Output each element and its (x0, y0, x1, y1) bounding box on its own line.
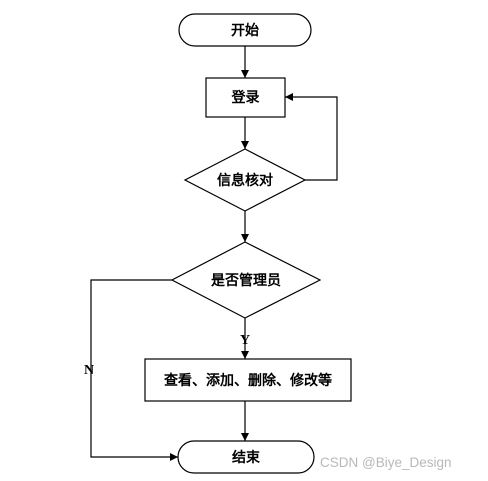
admin-check-node: 是否管理员 (170, 241, 322, 319)
end-node: 结束 (177, 440, 315, 474)
start-node: 开始 (178, 13, 312, 47)
yes-label: Y (240, 333, 250, 348)
end-label: 结束 (232, 449, 261, 466)
actions-node: 查看、添加、删除、修改等 (144, 358, 352, 402)
admin-check-label: 是否管理员 (211, 272, 281, 289)
verify-label: 信息核对 (217, 172, 273, 189)
login-label: 登录 (231, 89, 260, 106)
actions-label: 查看、添加、删除、修改等 (164, 372, 332, 389)
start-label: 开始 (231, 22, 259, 39)
arrow-admin-no (90, 279, 178, 461)
arrow-verify-loop-to-login (285, 93, 338, 181)
watermark-text: CSDN @Biye_Design (320, 455, 452, 470)
no-label: N (84, 363, 94, 378)
verify-node: 信息核对 (183, 148, 307, 212)
login-node: 登录 (205, 77, 286, 118)
